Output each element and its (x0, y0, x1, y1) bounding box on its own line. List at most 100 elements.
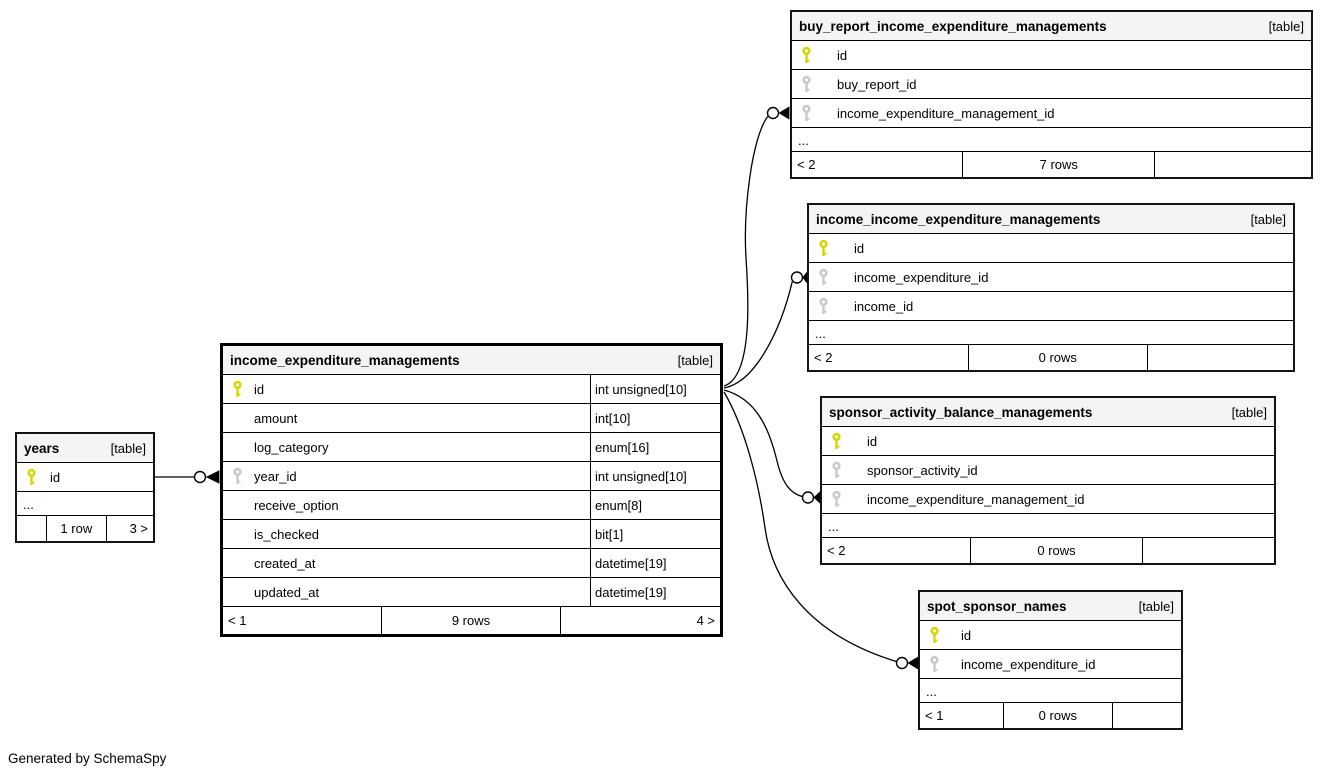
column-row-income_expenditure_management_id: income_expenditure_management_id (792, 99, 1311, 128)
column-name: income_expenditure_id (854, 269, 989, 285)
foreign-key-slot (232, 467, 244, 486)
key-slot-empty (232, 554, 244, 573)
more-columns-ellipsis: ... (822, 514, 1274, 538)
table-type-label: [table] (1250, 211, 1286, 227)
column-type: enum[16] (590, 433, 720, 461)
column-name: id (837, 47, 848, 63)
more-columns-ellipsis: ... (792, 128, 1311, 152)
column-row-income_expenditure_id: income_expenditure_id (809, 263, 1293, 292)
footer-related-out (1113, 703, 1181, 728)
foreign-key-icon (802, 104, 811, 121)
column-row-buy_report_id: buy_report_id (792, 70, 1311, 99)
foreign-key-slot (801, 104, 813, 123)
key-slot-empty (232, 409, 244, 428)
table-type-label: [table] (1138, 598, 1174, 614)
footer-related-out: 4 > (696, 613, 715, 628)
table-name[interactable]: buy_report_income_expenditure_management… (799, 18, 1107, 34)
column-row-income_expenditure_id: income_expenditure_id (920, 650, 1181, 679)
column-name: income_expenditure_id (961, 656, 1096, 672)
primary-key-slot (831, 432, 843, 451)
table-name[interactable]: spot_sponsor_names (927, 598, 1067, 614)
column-name: id (961, 627, 972, 643)
key-slot-empty (232, 583, 244, 602)
key-slot-empty (232, 525, 244, 544)
foreign-key-icon (832, 461, 841, 478)
relationship-iem-to-spot-sponsor-names (723, 391, 919, 670)
column-row-id: id (792, 41, 1311, 70)
column-name: id (50, 469, 61, 485)
foreign-key-slot (831, 461, 843, 480)
table-spot_sponsor_names: spot_sponsor_names [table] id income_expe… (918, 590, 1183, 730)
table-sponsor_activity_balance_managements: sponsor_activity_balance_managements [tab… (820, 396, 1276, 565)
footer-row-count: 0 rows (971, 538, 1143, 563)
column-row-income_id: income_id (809, 292, 1293, 321)
footer-row-count: 9 rows (382, 607, 561, 634)
column-name: buy_report_id (837, 76, 917, 92)
column-row-id: id (822, 427, 1274, 456)
column-name: id (254, 381, 265, 397)
primary-key-slot (801, 46, 813, 65)
column-name: receive_option (254, 497, 339, 513)
column-row-income_expenditure_management_id: income_expenditure_management_id (822, 485, 1274, 514)
table-name[interactable]: sponsor_activity_balance_managements (829, 404, 1093, 420)
foreign-key-icon (819, 268, 828, 285)
footer-row-count: 1 row (47, 516, 107, 541)
table-income_income_expenditure_managements: income_income_expenditure_managements [ta… (807, 203, 1295, 372)
table-type-label: [table] (1268, 18, 1304, 34)
table-name[interactable]: income_expenditure_managements (230, 352, 460, 368)
table-header: years [table] (17, 434, 153, 463)
primary-key-icon (832, 432, 841, 449)
primary-key-slot (26, 468, 38, 487)
column-name: is_checked (254, 526, 320, 542)
footer-related-out (1155, 152, 1311, 177)
column-row-id: id (17, 463, 153, 492)
relationship-iem-to-sponsor-activity-balance (723, 389, 821, 504)
table-name[interactable]: income_income_expenditure_managements (816, 211, 1101, 227)
primary-key-slot (232, 380, 244, 399)
table-name[interactable]: years (24, 440, 60, 456)
footer-row-count: 0 rows (1004, 703, 1114, 728)
relationship-years-to-income-expenditure-managements (155, 470, 220, 484)
footer-related-in: < 2 (809, 345, 969, 370)
table-header: income_income_expenditure_managements [ta… (809, 205, 1293, 234)
relationship-iem-to-income-income (723, 271, 808, 389)
foreign-key-slot (818, 297, 830, 316)
column-name: id (867, 433, 878, 449)
table-type-label: [table] (110, 440, 146, 456)
primary-key-icon (930, 626, 939, 643)
footer-row-count: 0 rows (969, 345, 1148, 370)
footer-related-in: < 2 (792, 152, 964, 177)
footer-related-in: < 1 (223, 607, 383, 634)
foreign-key-icon (819, 297, 828, 314)
relationship-iem-to-buy-report (723, 106, 790, 387)
column-row-id: id (920, 621, 1181, 650)
foreign-key-icon (930, 655, 939, 672)
table-type-label: [table] (677, 352, 713, 368)
footer-related-out (1143, 538, 1274, 563)
footer-related-in (17, 516, 47, 541)
column-type: int[10] (590, 404, 720, 432)
table-header: buy_report_income_expenditure_management… (792, 12, 1311, 41)
column-row-id: id (809, 234, 1293, 263)
table-type-label: [table] (1231, 404, 1267, 420)
table-buy_report_income_expenditure_managements: buy_report_income_expenditure_management… (790, 10, 1313, 179)
primary-key-slot (929, 626, 941, 645)
column-name: id (854, 240, 865, 256)
footer-related-out (1148, 345, 1293, 370)
key-slot-empty (232, 496, 244, 515)
column-name: sponsor_activity_id (867, 462, 978, 478)
foreign-key-slot (818, 268, 830, 287)
table-header: spot_sponsor_names [table] (920, 592, 1181, 621)
column-type: bit[1] (590, 520, 720, 548)
